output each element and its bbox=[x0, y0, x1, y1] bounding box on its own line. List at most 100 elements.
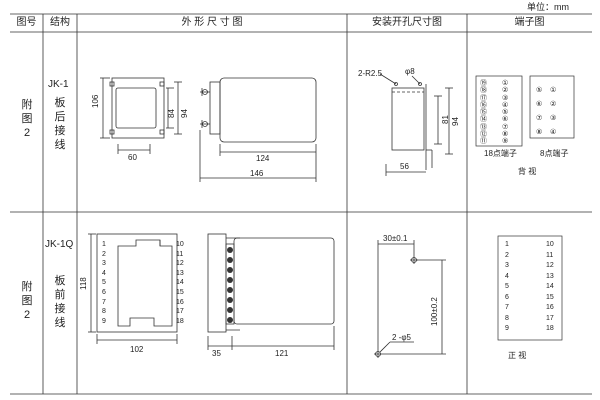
front-right-terminals: 10 11 12 13 14 15 16 17 18 bbox=[176, 240, 196, 326]
terminal-label: ⑲ bbox=[480, 80, 487, 87]
front-terminal-label: 15 bbox=[176, 288, 184, 296]
row1-fig-char: 图 bbox=[21, 113, 33, 125]
row1-struct-char: 线 bbox=[54, 139, 66, 151]
terminal-label: ⑬ bbox=[480, 123, 487, 131]
terminal8-caption: 8点端子 bbox=[540, 149, 569, 158]
row1-model: JK-1 bbox=[48, 79, 69, 90]
row1-structure: 板 后 接 线 bbox=[53, 96, 67, 152]
front-terminal-label: 13 bbox=[176, 269, 184, 277]
header-outline: 外 形 尺 寸 图 bbox=[181, 17, 243, 28]
terminal-label: ⑥ bbox=[502, 116, 509, 124]
terminal-label: 12 bbox=[546, 262, 554, 269]
terminal-label: 18 bbox=[546, 325, 554, 332]
front-terminal-label: 17 bbox=[176, 308, 184, 316]
terminal-label: 6 bbox=[505, 293, 509, 301]
terminal-label: ⑦ bbox=[502, 123, 509, 131]
front-terminal-label: 6 bbox=[102, 288, 106, 296]
front-terminal-label: 9 bbox=[102, 317, 106, 325]
terminal-label: ⑤ bbox=[536, 87, 543, 94]
dim-94: 94 bbox=[180, 109, 189, 118]
row1-view-label: 背 视 bbox=[518, 167, 537, 176]
terminal-label: 2 bbox=[505, 251, 509, 259]
terminal-label: 16 bbox=[546, 304, 554, 311]
row2-structure: 板 前 接 线 bbox=[53, 274, 67, 330]
row2-struct-char: 接 bbox=[54, 303, 66, 315]
terminal-label: 3 bbox=[505, 262, 509, 269]
front-terminal-label: 2 bbox=[102, 250, 106, 258]
front-terminal-label: 7 bbox=[102, 298, 106, 306]
header-fig-no: 图号 bbox=[16, 17, 37, 28]
terminal-label: ④ bbox=[550, 129, 557, 136]
terminal-label: ⑭ bbox=[480, 116, 487, 124]
front-terminal-label: 10 bbox=[176, 241, 184, 248]
row2-struct-char: 前 bbox=[54, 289, 66, 301]
front-terminal-label: 11 bbox=[176, 250, 184, 258]
front-left-terminals: 1 2 3 4 5 6 7 8 9 bbox=[102, 240, 118, 326]
terminal-label: 17 bbox=[546, 314, 554, 322]
header-mounting: 安装开孔尺寸图 bbox=[372, 17, 442, 28]
terminal-label: ⑪ bbox=[480, 138, 487, 146]
terminal-label: ③ bbox=[550, 115, 557, 122]
row2-struct-char: 线 bbox=[54, 317, 66, 329]
row1-struct-char: 板 bbox=[54, 97, 66, 109]
header-structure: 结构 bbox=[50, 17, 70, 28]
row2-view-label: 正 视 bbox=[508, 351, 527, 360]
terminal-label: ⑧ bbox=[502, 131, 509, 139]
terminal-label: ⑰ bbox=[480, 94, 487, 102]
terminal-label: ① bbox=[502, 80, 509, 87]
terminal-label: 4 bbox=[505, 272, 509, 280]
dim-121: 121 bbox=[275, 349, 289, 358]
terminal-label: ④ bbox=[502, 101, 509, 109]
front-terminal-label: 12 bbox=[176, 260, 184, 268]
dim-30: 30±0.1 bbox=[383, 234, 408, 243]
front-terminal-label: 5 bbox=[102, 279, 106, 287]
row2-fig-char: 附 bbox=[21, 281, 33, 293]
terminal-label: 10 bbox=[546, 241, 554, 248]
dim-124: 124 bbox=[256, 154, 270, 163]
front-terminal-label: 1 bbox=[102, 241, 106, 248]
terminal-label: ③ bbox=[502, 94, 509, 102]
dim-118: 118 bbox=[79, 277, 88, 290]
dim-r25: 2-R2.5 bbox=[358, 69, 383, 78]
terminal-front-right: 10 11 12 13 14 15 16 17 18 bbox=[546, 240, 560, 335]
dim-56: 56 bbox=[400, 162, 409, 171]
terminal-label: ② bbox=[502, 87, 509, 95]
row2-fig-char: 图 bbox=[21, 295, 33, 307]
dim-106: 106 bbox=[91, 94, 100, 108]
terminal-front-left: 1 2 3 4 5 6 7 8 9 bbox=[505, 240, 519, 335]
dim-phi8: φ8 bbox=[405, 67, 415, 76]
row2-fig-char: 2 bbox=[23, 309, 31, 321]
row2-struct-char: 板 bbox=[54, 275, 66, 287]
dim-102: 102 bbox=[130, 345, 144, 354]
dim-94-mount: 94 bbox=[451, 117, 460, 126]
terminal-label: ② bbox=[550, 101, 557, 108]
front-terminal-label: 16 bbox=[176, 298, 184, 306]
row2-fig-no: 附 图 2 bbox=[20, 280, 34, 322]
terminal-label: 7 bbox=[505, 304, 509, 311]
dim-60: 60 bbox=[128, 153, 137, 162]
terminal-label: 15 bbox=[546, 293, 554, 301]
front-terminal-label: 8 bbox=[102, 308, 106, 316]
terminal-label: 11 bbox=[546, 251, 554, 259]
terminal-label: ⑤ bbox=[502, 109, 509, 117]
terminal-label: ⑧ bbox=[536, 129, 543, 136]
terminal-label: 14 bbox=[546, 283, 554, 290]
terminal-label: ⑦ bbox=[536, 115, 543, 122]
terminal-label: 9 bbox=[505, 325, 509, 332]
terminal-label: 1 bbox=[505, 241, 509, 248]
terminal-label: 8 bbox=[505, 314, 509, 322]
front-terminal-label: 3 bbox=[102, 260, 106, 268]
dim-146: 146 bbox=[250, 169, 264, 178]
terminal-label: ① bbox=[550, 87, 557, 94]
terminal-label: ⑮ bbox=[480, 109, 487, 117]
row1-fig-no: 附 图 2 bbox=[20, 98, 34, 140]
terminal-label: ⑯ bbox=[480, 101, 487, 109]
terminal-label: ⑥ bbox=[536, 101, 543, 108]
terminal-label: ⑱ bbox=[480, 87, 487, 95]
row2-model: JK-1Q bbox=[45, 239, 74, 250]
dim-81: 81 bbox=[441, 115, 450, 124]
dim-phi5: 2 -φ5 bbox=[392, 333, 411, 342]
row1-fig-char: 附 bbox=[21, 99, 33, 111]
terminal-label: ⑨ bbox=[502, 138, 509, 146]
